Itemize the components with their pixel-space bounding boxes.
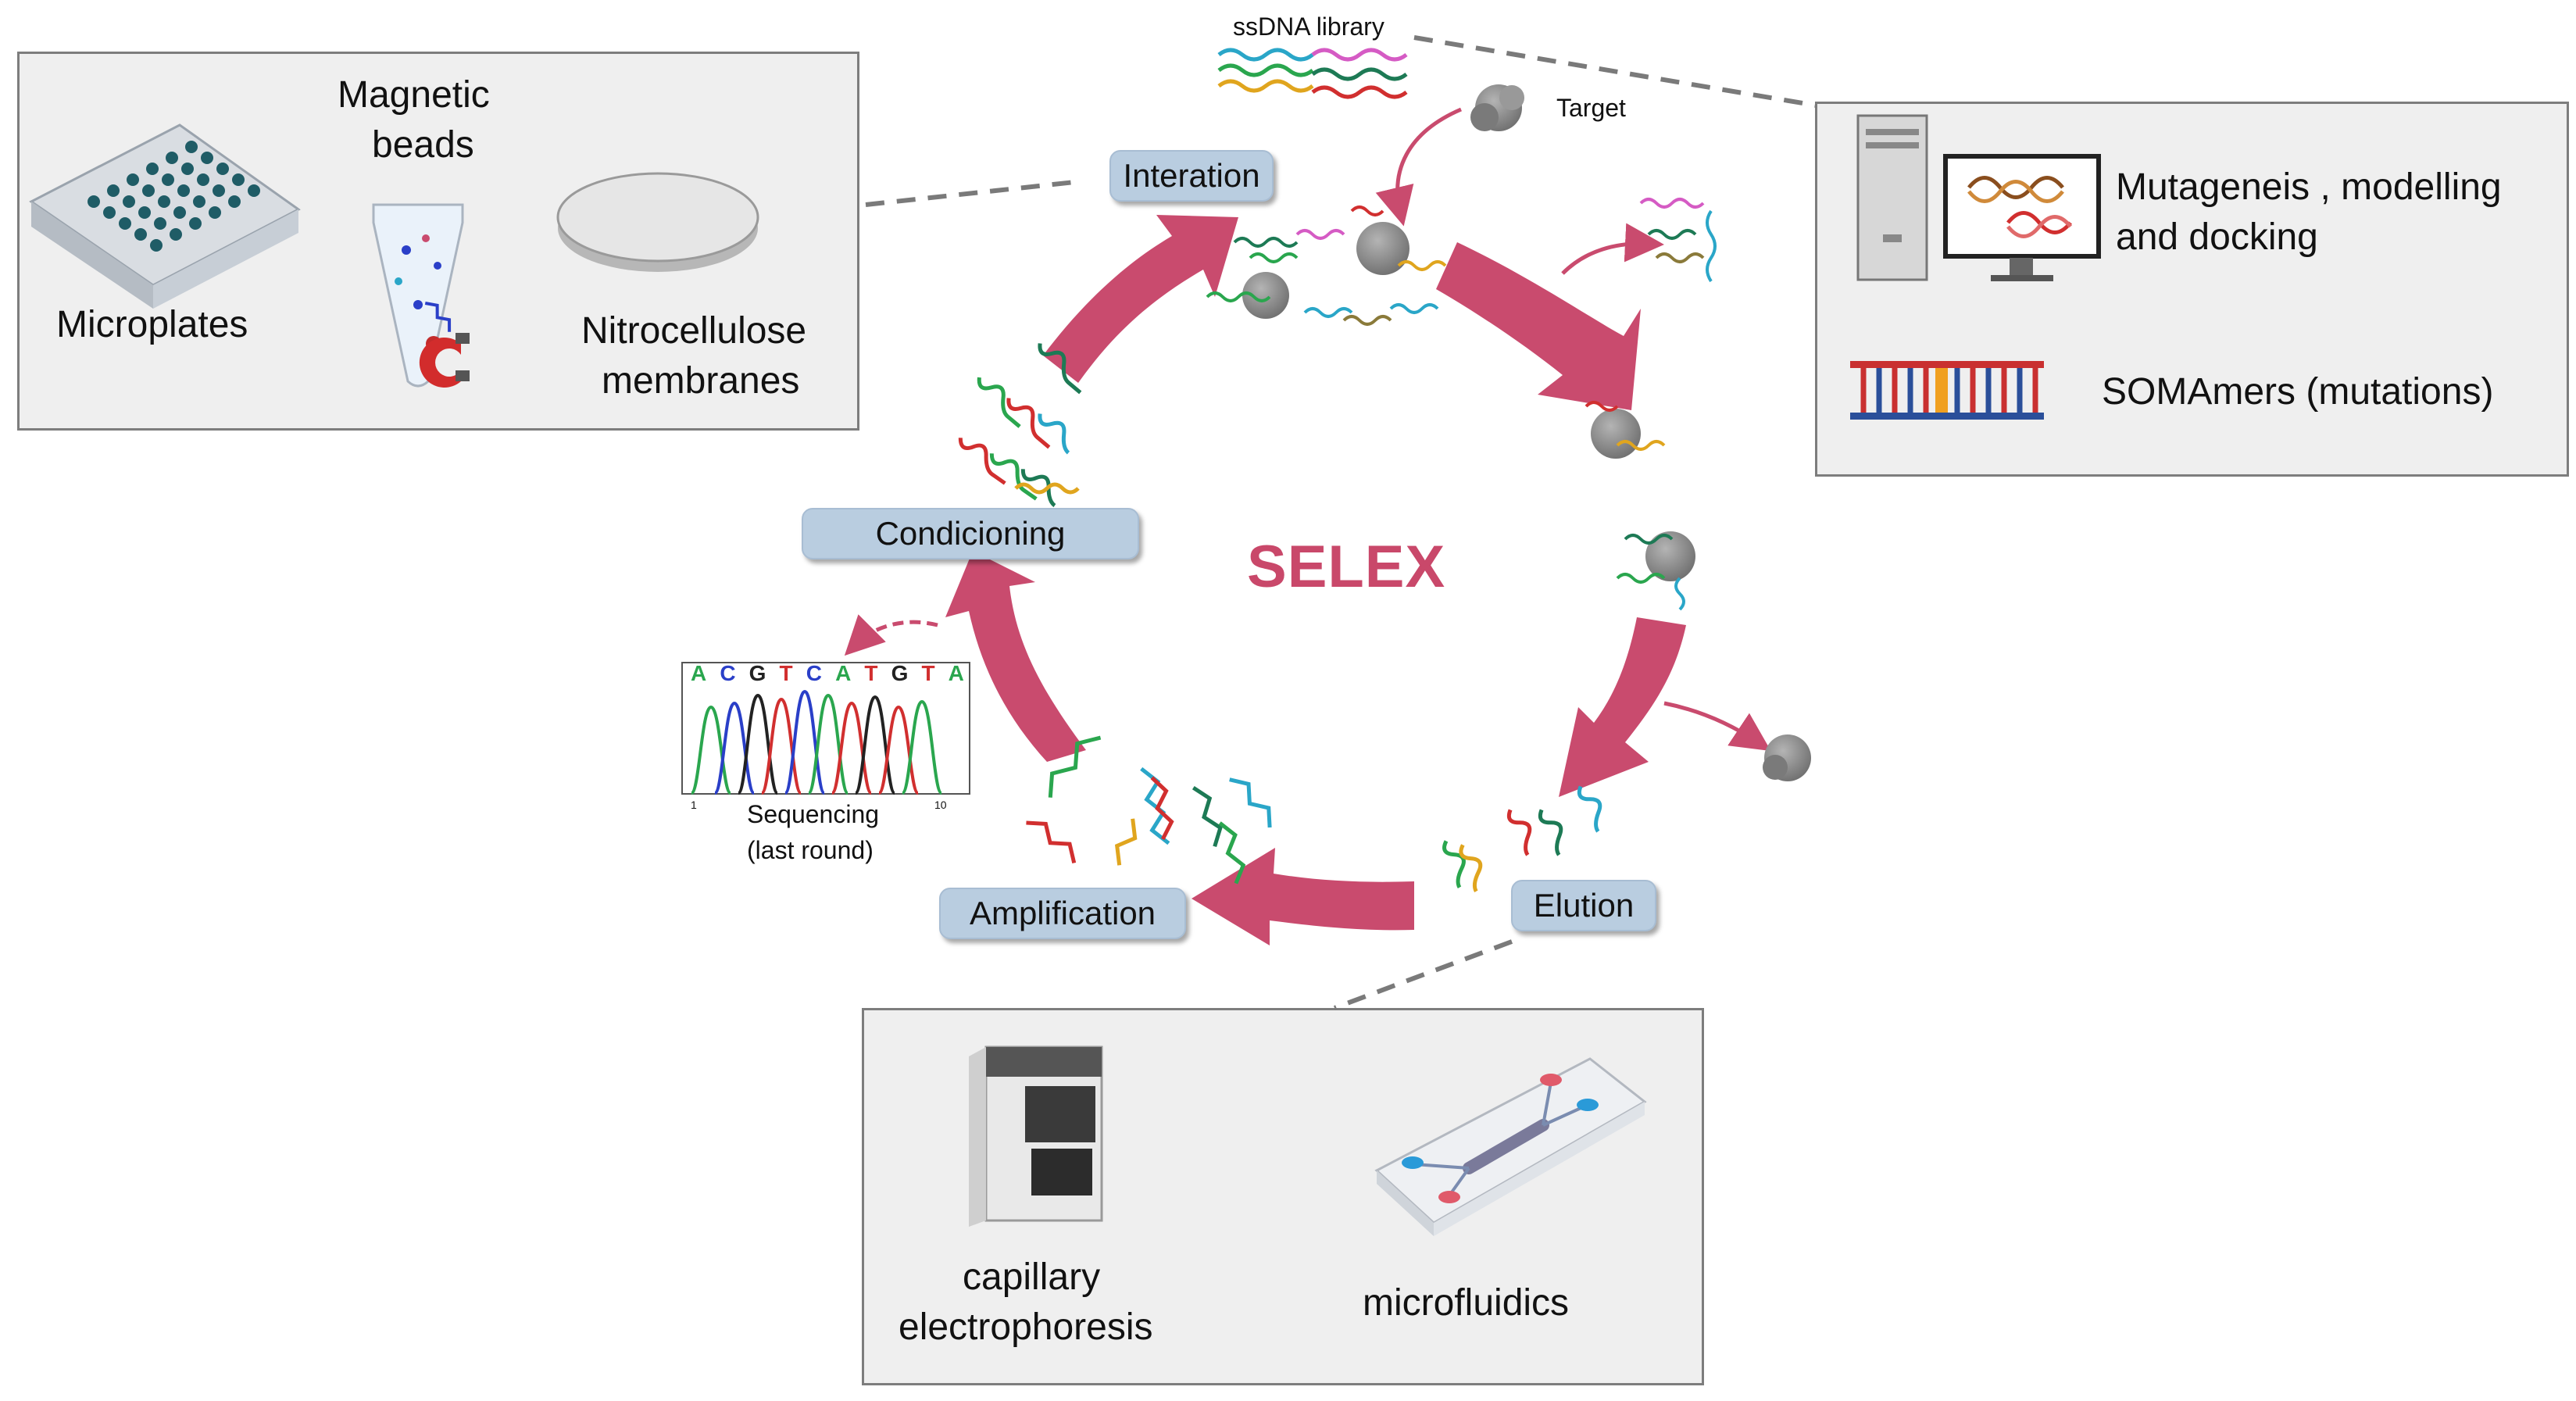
arrow-target-out: [1663, 701, 1771, 752]
connector-library-panel: [1413, 35, 1817, 108]
somamer-dna-icon: [1850, 361, 2044, 420]
microfluidics-label: microfluidics: [1363, 1282, 1570, 1324]
seq-letter: A: [691, 661, 707, 685]
small-arrows: [844, 107, 1771, 752]
seq-letter: T: [921, 661, 935, 685]
seq-axis-end: 10: [934, 799, 947, 811]
magnetic-beads-label-line1: Magnetic: [338, 74, 490, 116]
mutagenesis-label-line2: and docking: [2116, 216, 2318, 258]
seq-letter: A: [948, 661, 964, 685]
magnetic-beads-icon: [372, 203, 470, 388]
ssdna-library-label: ssDNA library: [1233, 13, 1384, 41]
arrow-sequencing-back: [844, 614, 938, 656]
cycle-arrows: [945, 215, 1686, 945]
microplate-icon: [29, 123, 301, 309]
magnetic-beads-label-line2: beads: [372, 124, 474, 166]
step-interaction: Interation: [1109, 150, 1274, 202]
microfluidic-chip-icon: [1374, 1057, 1647, 1236]
bound-target-2-icon: [1616, 531, 1695, 611]
ssdna-library-icon: [1217, 48, 1408, 99]
mutagenesis-label-line1: Mutageneis , modelling: [2116, 166, 2502, 208]
arrow-elution-to-amplification: [1192, 848, 1414, 945]
selex-title: SELEX: [1247, 534, 1446, 600]
connector-elution-panel: [1333, 939, 1513, 1010]
sequencing-label-line1: Sequencing: [747, 800, 880, 828]
seq-letter: T: [779, 661, 793, 685]
target-icon: [1470, 84, 1524, 131]
computer-icon: [1856, 114, 2101, 281]
capillary-electrophoresis-icon: [969, 1045, 1103, 1227]
arrow-unbound-out: [1561, 223, 1664, 275]
sequence-letters: A C G T C A T G T A: [691, 661, 964, 686]
microplates-label: Microplates: [56, 304, 248, 345]
arrow-target-to-elution: [1559, 617, 1686, 797]
dashed-connectors: [865, 35, 1817, 1010]
sequencing-chromatogram: [681, 662, 970, 795]
somamers-label: SOMAmers (mutations): [2102, 371, 2494, 413]
seq-letter: G: [891, 661, 909, 685]
connector-interaction-panel: [865, 179, 1083, 207]
arrow-amplification-to-conditioning: [945, 551, 1086, 762]
unbound-strands-icon: [1639, 198, 1717, 283]
target-label: Target: [1556, 94, 1626, 122]
nitrocellulose-label-line2: membranes: [602, 360, 800, 402]
conditioning-strands-icon: [958, 343, 1082, 508]
released-target-icon: [1763, 734, 1811, 781]
nitrocellulose-label-line1: Nitrocellulose: [581, 310, 807, 352]
amplified-dsdna-icon: [1026, 735, 1272, 885]
capillary-label-line2: electrophoresis: [899, 1306, 1153, 1348]
sequencing-label-line2: (last round): [747, 836, 874, 864]
seq-letter: G: [749, 661, 766, 685]
seq-letter: A: [835, 661, 852, 685]
capillary-label-line1: capillary: [963, 1256, 1101, 1298]
arrow-conditioning-to-interaction: [1043, 215, 1238, 383]
step-elution: Elution: [1511, 880, 1656, 931]
arrow-target-in: [1375, 107, 1462, 227]
nitrocellulose-membrane-icon: [556, 172, 759, 272]
interaction-complex-icon: [1206, 206, 1447, 326]
seq-axis-start: 1: [691, 799, 697, 811]
seq-letter: C: [806, 661, 822, 685]
eluted-strands-icon: [1442, 785, 1602, 893]
seq-letter: T: [864, 661, 878, 685]
bound-target-1-icon: [1585, 401, 1666, 459]
arrow-interaction-to-target: [1436, 242, 1641, 410]
step-amplification: Amplification: [939, 888, 1186, 939]
step-conditioning: Condicioning: [802, 508, 1139, 559]
seq-letter: C: [720, 661, 736, 685]
